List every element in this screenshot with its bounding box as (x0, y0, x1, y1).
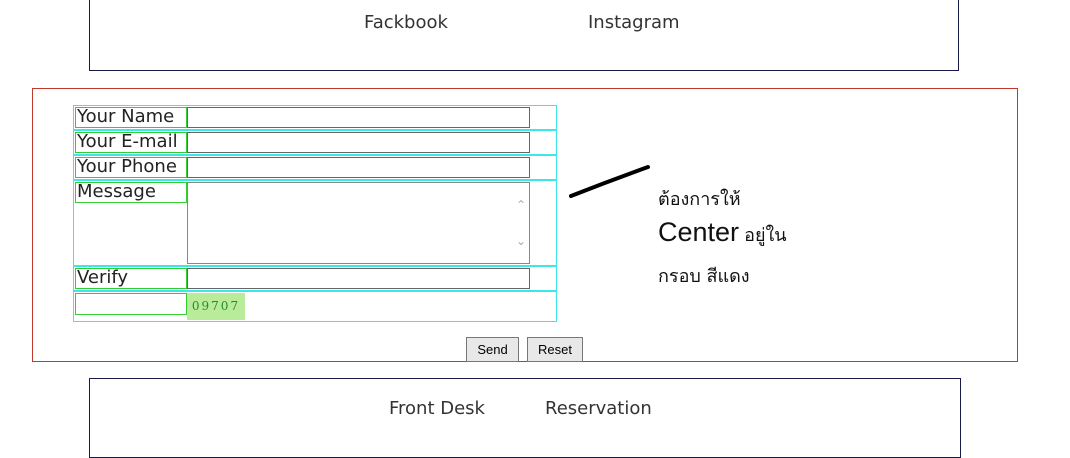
instagram-link[interactable]: Instagram (588, 12, 680, 33)
form-row-message (73, 180, 557, 266)
captcha-entry-field[interactable] (75, 293, 187, 315)
send-button[interactable]: Send (466, 337, 519, 362)
form-row-email (73, 130, 557, 155)
annotation-stroke (569, 165, 650, 198)
reservation-link[interactable]: Reservation (545, 398, 652, 419)
contact-form-container (32, 88, 1018, 362)
phone-field[interactable] (187, 157, 530, 178)
verify-label: Verify (75, 268, 187, 289)
name-label: Your Name (75, 107, 187, 128)
captcha-image: 09707 (187, 293, 245, 320)
phone-label: Your Phone (75, 157, 187, 178)
verify-field[interactable] (187, 268, 530, 289)
form-row-name (73, 105, 557, 130)
email-label: Your E-mail (75, 132, 187, 153)
scroll-down-icon[interactable]: ⌄ (515, 234, 527, 248)
form-row-verify (73, 266, 557, 291)
email-field[interactable] (187, 132, 530, 153)
front-desk-link[interactable]: Front Desk (389, 398, 485, 419)
form-row-captcha (73, 291, 557, 322)
annotation-line-1: ต้องการให้ (658, 189, 741, 210)
message-label: Message (75, 182, 187, 203)
reset-button[interactable]: Reset (527, 337, 583, 362)
annotation-inside-word: อยู่ใน (744, 225, 787, 246)
top-social-box (89, 0, 959, 71)
annotation-center-word: Center (658, 217, 740, 247)
name-field[interactable] (187, 107, 530, 128)
message-textarea[interactable]: ⌃ ⌄ (187, 182, 530, 264)
annotation-line-3: กรอบ สีแดง (658, 266, 750, 287)
scroll-up-icon[interactable]: ⌃ (515, 198, 527, 212)
bottom-links-box (89, 378, 961, 458)
form-row-phone (73, 155, 557, 180)
annotation-line-2: Center อยู่ใน (658, 217, 787, 249)
facebook-link[interactable]: Fackbook (364, 12, 448, 33)
